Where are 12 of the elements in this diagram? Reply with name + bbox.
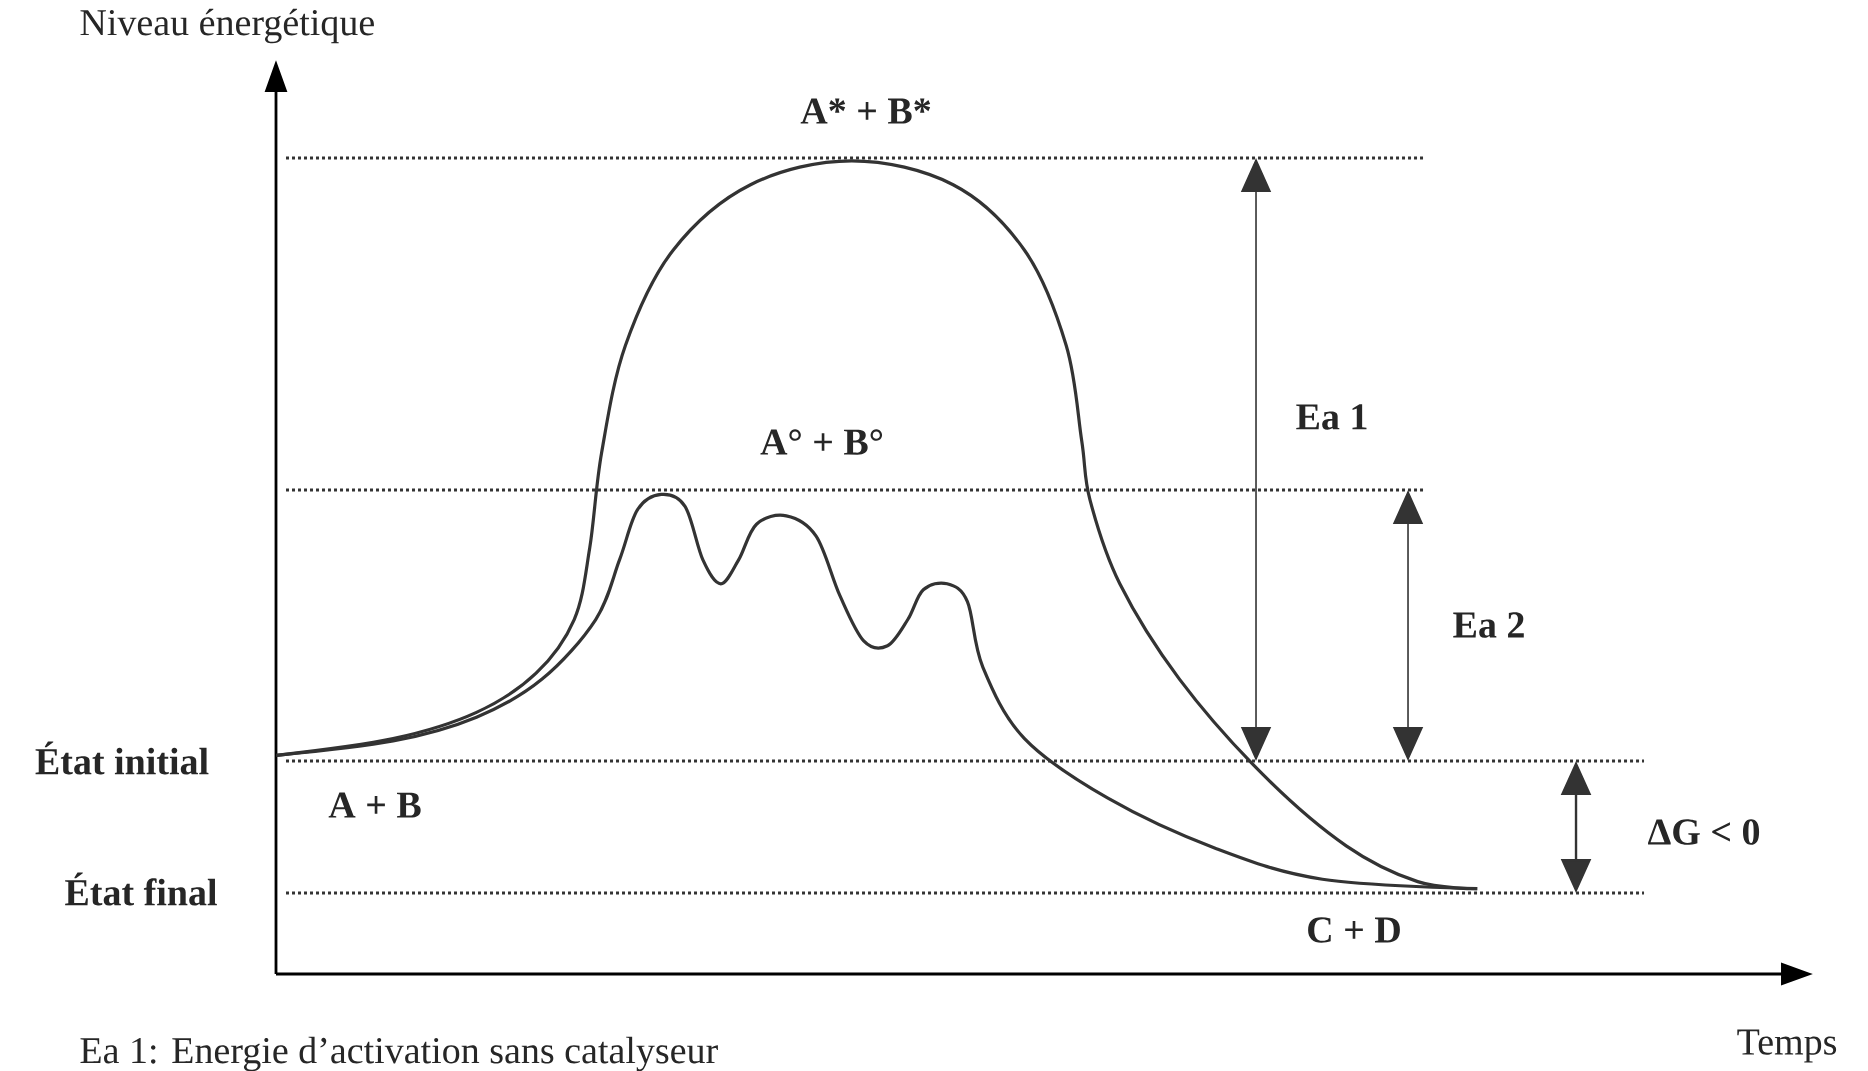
energy-label: C + D xyxy=(1308,917,1400,943)
energy-label: Ea 1 xyxy=(1296,404,1367,430)
energy-label: Ea 2 xyxy=(1453,612,1524,638)
level-label: État final xyxy=(65,872,217,906)
caption: Ea 1: Energie d’activation sans catalyseur xyxy=(80,1036,718,1071)
energy-label: ΔG < 0 xyxy=(1648,819,1760,845)
level-label: État initial xyxy=(35,741,209,775)
energy-label: A° + B° xyxy=(760,429,883,455)
axis-label: Temps xyxy=(1737,1029,1837,1063)
axis-label: Niveau énergétique xyxy=(80,8,374,44)
energy-label: A + B xyxy=(328,792,421,818)
energy-label: A* + B* xyxy=(800,98,931,124)
